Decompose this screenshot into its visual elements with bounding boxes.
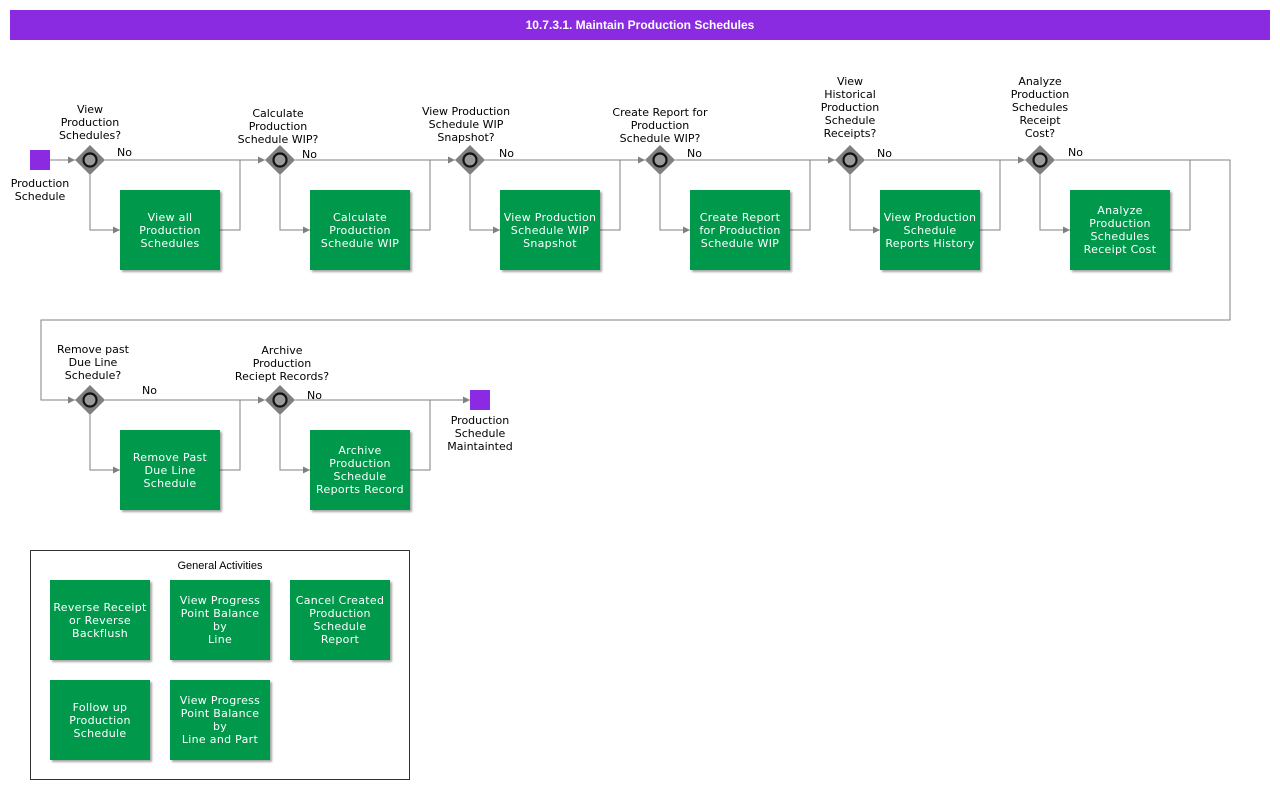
- gateway-question: Analyze Production Schedules Receipt Cos…: [1010, 75, 1070, 140]
- gateway-diamond: [1025, 145, 1055, 175]
- no-label: No: [142, 384, 157, 397]
- end-event-label: Production Schedule Maintainted: [447, 414, 513, 453]
- connector-line: [1170, 160, 1191, 231]
- task-view-production-schedule-wip-snapshot[interactable]: View Production Schedule WIP Snapshot: [500, 190, 600, 270]
- task-calculate-production-schedule-wip[interactable]: Calculate Production Schedule WIP: [310, 190, 410, 270]
- no-label: No: [117, 146, 132, 159]
- start-event: [30, 150, 50, 170]
- connector-line: [220, 400, 241, 471]
- connector-line: [980, 160, 1001, 231]
- gateway-question: Create Report for Production Schedule WI…: [612, 106, 708, 145]
- no-label: No: [302, 148, 317, 161]
- gateway-question: Remove past Due Line Schedule?: [57, 343, 129, 382]
- gateway-question: View Production Schedules?: [58, 103, 122, 142]
- no-label: No: [877, 147, 892, 160]
- connector-line: [40, 159, 1231, 404]
- gateway-diamond: [265, 385, 295, 415]
- connector-line: [410, 400, 431, 471]
- connector-line: [89, 175, 120, 234]
- task-remove-past-due-line-schedule[interactable]: Remove Past Due Line Schedule: [120, 430, 220, 510]
- general-activities-title: General Activities: [177, 560, 263, 572]
- gateway-diamond: [265, 145, 295, 175]
- connector-line: [220, 160, 241, 231]
- activity-reverse-receipt[interactable]: Reverse Receipt or Reverse Backflush: [50, 580, 150, 660]
- no-label: No: [687, 147, 702, 160]
- gateway-diamond: [645, 145, 675, 175]
- task-archive-production-schedule-reports-record[interactable]: Archive Production Schedule Reports Reco…: [310, 430, 410, 510]
- gateway-diamond: [75, 385, 105, 415]
- no-label: No: [307, 389, 322, 402]
- activity-view-progress-point-balance-by-line-and-part[interactable]: View Progress Point Balance by Line and …: [170, 680, 270, 760]
- no-label: No: [1068, 146, 1083, 159]
- start-event-label: Production Schedule: [10, 177, 70, 203]
- activity-view-progress-point-balance-by-line[interactable]: View Progress Point Balance by Line: [170, 580, 270, 660]
- gateway-question: View Historical Production Schedule Rece…: [820, 75, 880, 140]
- connector-line: [600, 160, 621, 231]
- task-create-report-production-schedule-wip[interactable]: Create Report for Production Schedule WI…: [690, 190, 790, 270]
- connector-line: [279, 415, 310, 474]
- connector-line: [279, 175, 310, 234]
- connector-line: [659, 175, 690, 234]
- gateway-diamond: [75, 145, 105, 175]
- connector-line: [89, 415, 120, 474]
- connector-line: [790, 160, 811, 231]
- connector-line: [1039, 175, 1070, 234]
- connector-line: [849, 175, 880, 234]
- task-view-all-production-schedules[interactable]: View all Production Schedules: [120, 190, 220, 270]
- gateway-diamond: [835, 145, 865, 175]
- connector-line: [410, 160, 431, 231]
- end-event: [470, 390, 490, 410]
- gateway-question: Archive Production Reciept Records?: [234, 344, 330, 383]
- task-view-production-schedule-reports-history[interactable]: View Production Schedule Reports History: [880, 190, 980, 270]
- no-label: No: [499, 147, 514, 160]
- gateway-diamond: [455, 145, 485, 175]
- gateway-question: View Production Schedule WIP Snapshot?: [421, 105, 511, 144]
- gateway-question: Calculate Production Schedule WIP?: [237, 107, 319, 146]
- task-analyze-production-schedules-receipt-cost[interactable]: Analyze Production Schedules Receipt Cos…: [1070, 190, 1170, 270]
- connector-line: [469, 175, 500, 234]
- activity-follow-up-production-schedule[interactable]: Follow up Production Schedule: [50, 680, 150, 760]
- activity-cancel-created-schedule-report[interactable]: Cancel Created Production Schedule Repor…: [290, 580, 390, 660]
- diagram-title: 10.7.3.1. Maintain Production Schedules: [10, 10, 1270, 40]
